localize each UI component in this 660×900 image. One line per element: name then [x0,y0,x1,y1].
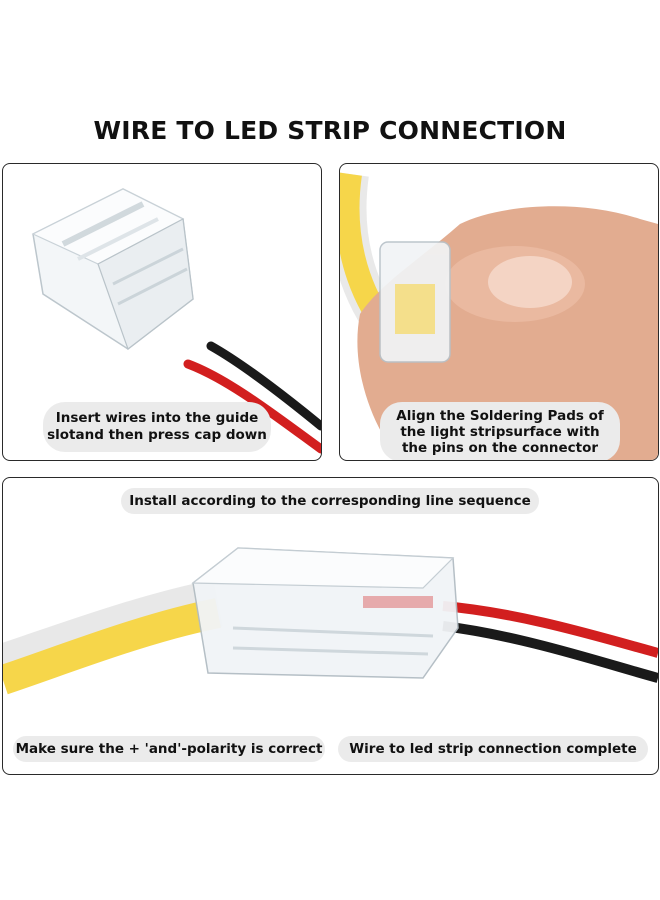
panel-insert-wires: Insert wires into the guide slotand then… [2,163,322,461]
caption-line: slotand then press cap down [47,427,267,443]
caption-install-sequence: Install according to the corresponding l… [121,488,539,514]
caption-complete: Wire to led strip connection complete [338,736,648,762]
connected-strip-and-wire-illustration [3,547,658,695]
panel-align-pads: Align the Soldering Pads of the light st… [339,163,659,461]
caption-align-pads: Align the Soldering Pads of the light st… [380,402,620,460]
caption-line: Align the Soldering Pads of [396,408,604,424]
caption-insert-wires: Insert wires into the guide slotand then… [43,402,271,452]
panel-install-sequence: Install according to the corresponding l… [2,477,659,775]
finger-pressing-connector-illustration [340,172,658,460]
page-title: WIRE TO LED STRIP CONNECTION [93,116,567,145]
caption-polarity: Make sure the + 'and'-polarity is correc… [13,736,325,762]
caption-line: the pins on the connector [401,440,599,456]
connector-open-illustration [31,188,321,454]
caption-line: Insert wires into the guide [55,410,259,426]
caption-line: the light stripsurface with [400,424,600,440]
